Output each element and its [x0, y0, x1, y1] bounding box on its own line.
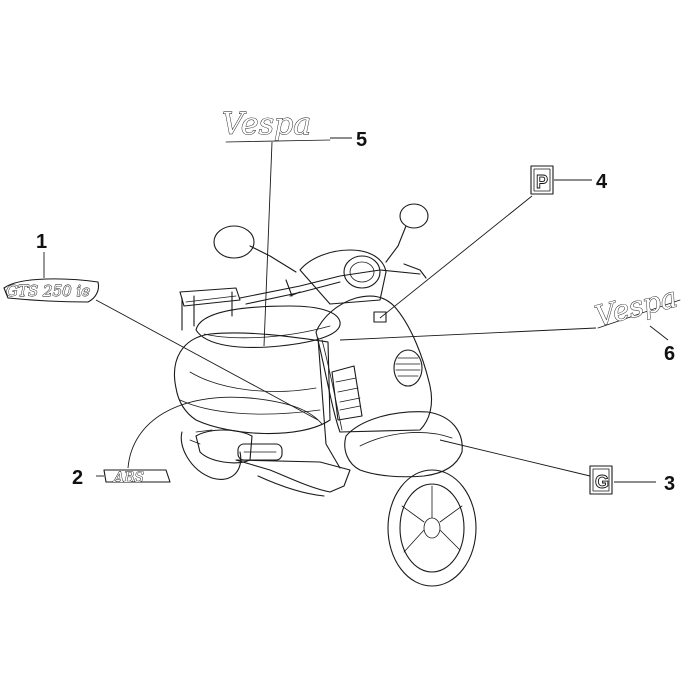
front-mudguard: [344, 411, 463, 478]
vespa-side-text: Vespa: [592, 281, 681, 333]
rear-rack: [179, 287, 241, 331]
leg-shield-badge-spot: [373, 311, 387, 323]
model-badge-text: GTS 250 ie: [6, 282, 90, 300]
callout-6: 6: [664, 343, 675, 365]
callout-numbers: 1 2 3 4 5 6: [36, 129, 675, 495]
scooter-illustration: [173, 203, 477, 587]
front-wheel: [387, 469, 477, 587]
seat: [195, 305, 341, 348]
decal-abs-badge: ABS: [103, 469, 171, 486]
floorboard: [235, 459, 351, 493]
p-badge-text: P: [536, 172, 548, 192]
handlebar-assembly: [239, 249, 427, 305]
rear-wheel: [180, 429, 283, 480]
vespa-top-text: Vespa: [222, 107, 311, 142]
leader-lines: [43, 137, 669, 483]
callout-5: 5: [356, 129, 367, 151]
left-mirror: [213, 225, 297, 273]
abs-badge-text: ABS: [112, 470, 144, 486]
right-mirror: [385, 203, 429, 263]
leg-shield: [315, 295, 433, 433]
callout-4: 4: [596, 171, 608, 193]
rear-body: [173, 332, 331, 435]
callout-3: 3: [664, 473, 675, 495]
decal-model-badge: GTS 250 ie: [3, 278, 100, 303]
g-badge-text: G: [595, 472, 609, 492]
horn-grille: [393, 349, 423, 387]
callout-2: 2: [72, 467, 83, 489]
callout-1: 1: [36, 231, 47, 253]
decal-vespa-script-top: Vespa: [222, 107, 331, 142]
decal-vespa-script-side: Vespa: [591, 280, 681, 333]
decal-p-badge: P: [530, 165, 554, 195]
decal-g-badge: G: [589, 465, 613, 495]
side-vent: [331, 365, 363, 421]
